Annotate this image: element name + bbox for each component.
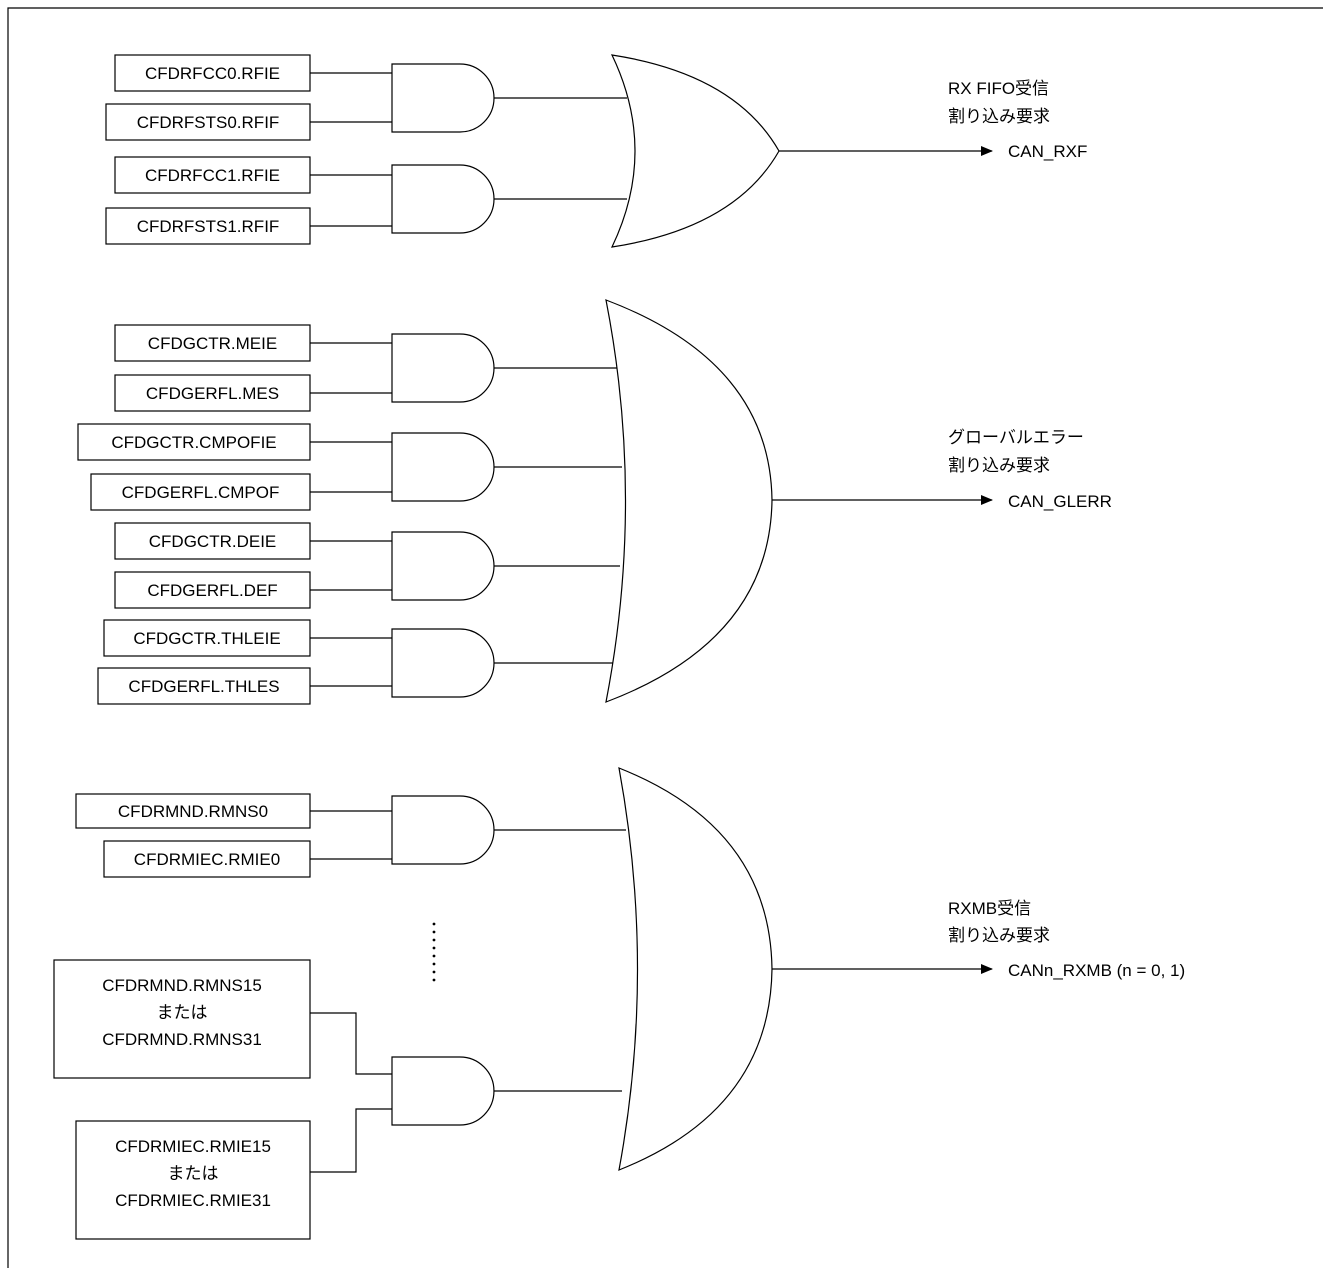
global-error-group: CFDGCTR.MEIE CFDGERFL.MES CFDGCTR.CMPOFI…	[77, 299, 1112, 705]
and-gate	[391, 1056, 495, 1126]
input-wire	[310, 1108, 392, 1173]
register-label: CFDGCTR.DEIE	[149, 532, 277, 551]
or-gate	[610, 54, 780, 248]
register-box	[75, 793, 311, 829]
register-label: または	[157, 1003, 208, 1022]
register-label: CFDGCTR.MEIE	[148, 334, 277, 353]
register-label: CFDGCTR.CMPOFIE	[111, 433, 276, 452]
register-label: CFDGCTR.THLEIE	[133, 629, 280, 648]
register-label: CFDRFSTS0.RFIF	[137, 113, 280, 132]
output-label: 割り込み要求	[948, 456, 1050, 475]
output-signal: CAN_GLERR	[1008, 492, 1112, 511]
and-gate	[391, 164, 495, 234]
output-label: グローバルエラー	[948, 428, 1084, 447]
output-label: 割り込み要求	[948, 926, 1050, 945]
register-label: CFDGERFL.DEF	[147, 581, 277, 600]
register-label: CFDGERFL.CMPOF	[122, 483, 280, 502]
page-frame	[7, 7, 1323, 1268]
output-label: RXMB受信	[948, 899, 1031, 918]
output-signal: CANn_RXMB (n = 0, 1)	[1008, 961, 1185, 980]
register-box	[114, 522, 311, 560]
register-box	[97, 667, 311, 705]
register-box	[77, 423, 311, 461]
register-box	[114, 374, 311, 412]
register-box	[103, 840, 311, 878]
output-signal: CAN_RXF	[1008, 142, 1087, 161]
register-box	[105, 103, 311, 141]
register-box	[103, 619, 311, 657]
or-gate	[605, 299, 773, 703]
register-label: CFDRMIEC.RMIE15	[115, 1137, 271, 1156]
rxmb-group: CFDRMND.RMNS0 CFDRMIEC.RMIE0 CFDRMND.RMN…	[53, 767, 1185, 1240]
rx-fifo-group: CFDRFCC0.RFIE CFDRFSTS0.RFIF CFDRFCC1.RF…	[105, 54, 1087, 248]
register-box	[114, 156, 311, 194]
or-gate	[618, 767, 773, 1171]
ellipsis-dots	[432, 922, 436, 982]
and-gate	[391, 628, 495, 698]
register-label: CFDRFSTS1.RFIF	[137, 217, 280, 236]
and-gate	[391, 795, 495, 865]
register-label: CFDRMND.RMNS15	[102, 976, 262, 995]
and-gate	[391, 432, 495, 502]
input-wire	[310, 1012, 392, 1075]
register-label: CFDGERFL.MES	[146, 384, 279, 403]
register-label: CFDGERFL.THLES	[128, 677, 279, 696]
register-label: CFDRMND.RMNS0	[118, 802, 268, 821]
and-gate	[391, 333, 495, 403]
register-label: CFDRFCC1.RFIE	[145, 166, 280, 185]
and-gate	[391, 531, 495, 601]
register-label: CFDRFCC0.RFIE	[145, 64, 280, 83]
register-box	[90, 473, 311, 511]
register-label: CFDRMIEC.RMIE0	[134, 850, 280, 869]
register-label: または	[168, 1164, 219, 1183]
register-box	[75, 1120, 311, 1240]
register-label: CFDRMND.RMNS31	[102, 1030, 262, 1049]
register-box	[53, 959, 311, 1079]
register-label: CFDRMIEC.RMIE31	[115, 1191, 271, 1210]
and-gate	[391, 63, 495, 133]
output-label: 割り込み要求	[948, 107, 1050, 126]
output-label: RX FIFO受信	[948, 79, 1049, 98]
